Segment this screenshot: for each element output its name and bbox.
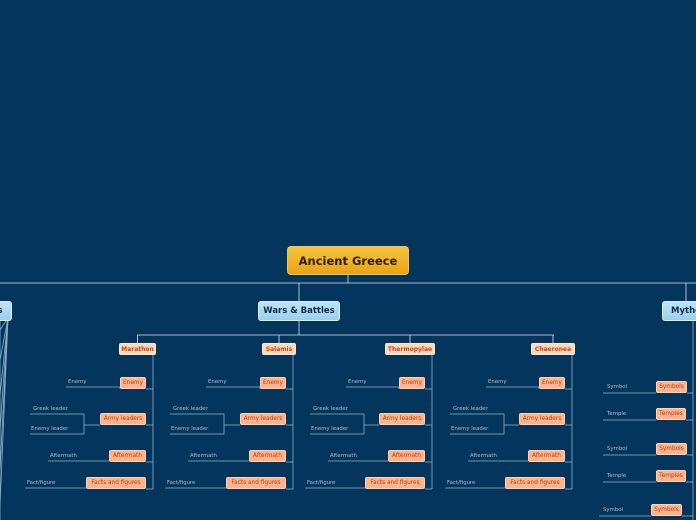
main-topic-left[interactable]: s bbox=[0, 301, 12, 321]
leaf-enemy-leader: Enemy leader bbox=[311, 426, 349, 432]
leaf-line-leaders bbox=[310, 413, 365, 435]
category-aftermath[interactable]: Aftermath bbox=[388, 450, 425, 462]
category-aftermath[interactable]: Aftermath bbox=[109, 450, 146, 462]
main-topic-mythology[interactable]: Mytho bbox=[662, 301, 696, 321]
leaf-line-enemy bbox=[66, 386, 121, 389]
leaf-fact: Fact/figure bbox=[447, 480, 476, 486]
leaf-enemy-leader: Enemy leader bbox=[451, 426, 489, 432]
leaf-line-leaders bbox=[170, 413, 225, 435]
leaf-line-leaders bbox=[450, 413, 505, 435]
category-aftermath[interactable]: Aftermath bbox=[528, 450, 565, 462]
left-topic-link-line bbox=[0, 317, 9, 396]
category-army-leaders[interactable]: Army leaders bbox=[240, 413, 286, 425]
leaf-fact: Fact/figure bbox=[307, 480, 336, 486]
leaf-fact: Fact/figure bbox=[167, 480, 196, 486]
left-topic-link-line bbox=[0, 317, 9, 506]
battle-topic-0[interactable]: Marathon bbox=[119, 343, 156, 355]
category-facts[interactable]: Facts and figures bbox=[505, 477, 565, 489]
category-enemy[interactable]: Enemy bbox=[120, 377, 146, 389]
leaf-line-enemy bbox=[346, 386, 400, 389]
category-enemy[interactable]: Enemy bbox=[539, 377, 565, 389]
leaf-aftermath: Aftermath bbox=[330, 453, 357, 459]
category-facts[interactable]: Facts and figures bbox=[365, 477, 425, 489]
category-enemy[interactable]: Enemy bbox=[399, 377, 425, 389]
leaf-line-enemy bbox=[206, 386, 261, 389]
main-topic-wars-battles[interactable]: Wars & Battles bbox=[258, 301, 340, 321]
myth-leaf-0: Symbol bbox=[607, 384, 628, 390]
myth-leaf-2: Symbol bbox=[607, 446, 628, 452]
leaf-line-enemy bbox=[486, 386, 540, 389]
category-army-leaders[interactable]: Army leaders bbox=[379, 413, 425, 425]
leaf-enemy: Enemy bbox=[348, 379, 367, 385]
leaf-fact: Fact/figure bbox=[27, 480, 56, 486]
leaf-enemy-leader: Enemy leader bbox=[171, 426, 209, 432]
leaf-aftermath: Aftermath bbox=[470, 453, 497, 459]
category-facts[interactable]: Facts and figures bbox=[86, 477, 146, 489]
myth-leaf-4: Symbol bbox=[603, 507, 624, 513]
category-army-leaders[interactable]: Army leaders bbox=[100, 413, 146, 425]
leaf-enemy: Enemy bbox=[68, 379, 87, 385]
leaf-enemy: Enemy bbox=[208, 379, 227, 385]
myth-category-0[interactable]: Symbols bbox=[656, 381, 687, 393]
leaf-greek-leader: Greek leader bbox=[453, 406, 488, 412]
leaf-greek-leader: Greek leader bbox=[173, 406, 208, 412]
category-aftermath[interactable]: Aftermath bbox=[249, 450, 286, 462]
battle-topic-2[interactable]: Thermopylae bbox=[385, 343, 435, 355]
leaf-aftermath: Aftermath bbox=[50, 453, 77, 459]
leaf-enemy-leader: Enemy leader bbox=[31, 426, 69, 432]
leaf-greek-leader: Greek leader bbox=[313, 406, 348, 412]
myth-leaf-1: Temple bbox=[607, 411, 627, 417]
myth-category-3[interactable]: Temples bbox=[656, 470, 686, 482]
leaf-aftermath: Aftermath bbox=[190, 453, 217, 459]
battle-topic-1[interactable]: Salamis bbox=[262, 343, 296, 355]
myth-category-4[interactable]: Symbols bbox=[651, 504, 682, 516]
leaf-enemy: Enemy bbox=[488, 379, 507, 385]
left-topic-link-line bbox=[0, 317, 9, 361]
category-army-leaders[interactable]: Army leaders bbox=[519, 413, 565, 425]
root-topic[interactable]: Ancient Greece bbox=[287, 246, 409, 275]
battle-topic-3[interactable]: Chaeronea bbox=[531, 343, 575, 355]
leaf-line-leaders bbox=[30, 413, 85, 435]
myth-category-1[interactable]: Temples bbox=[656, 408, 686, 420]
category-enemy[interactable]: Enemy bbox=[260, 377, 286, 389]
myth-category-2[interactable]: Symbols bbox=[656, 443, 687, 455]
category-facts[interactable]: Facts and figures bbox=[226, 477, 286, 489]
leaf-greek-leader: Greek leader bbox=[33, 406, 68, 412]
myth-leaf-3: Temple bbox=[607, 473, 627, 479]
